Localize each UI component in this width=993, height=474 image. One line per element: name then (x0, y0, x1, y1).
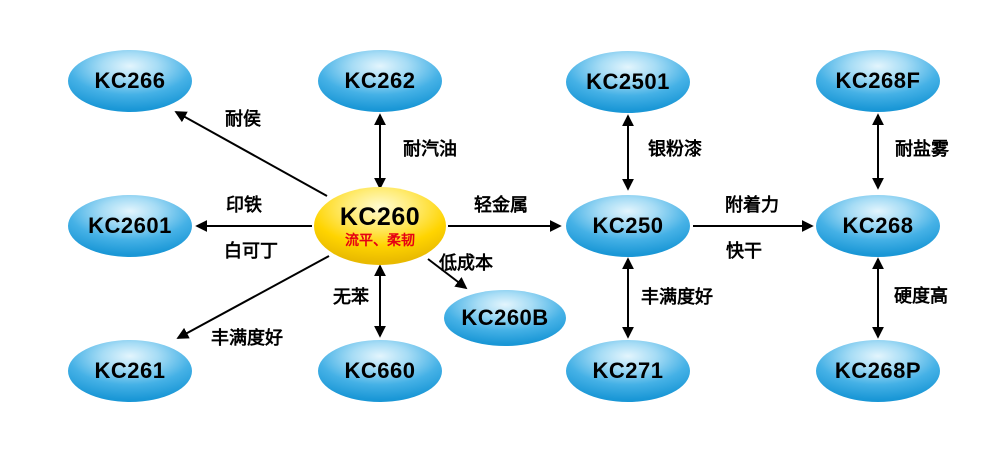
edge-label-baikeding: 白可丁 (224, 241, 278, 261)
node-kc268f: KC268F (816, 50, 940, 112)
node-kc250: KC250 (566, 195, 690, 257)
node-sublabel-kc260: 流平、柔韧 (345, 232, 415, 249)
edge-label-naiqiyou: 耐汽油 (403, 139, 457, 159)
edges-group (174, 111, 884, 339)
edge-label-wuben: 无苯 (333, 287, 369, 307)
node-kc2601: KC2601 (68, 195, 192, 257)
edge-label-yingdugao: 硬度高 (894, 286, 948, 306)
edge-label-dichengben: 低成本 (439, 253, 493, 273)
edge-kc260-kc260b (427, 258, 468, 290)
node-label-kc261: KC261 (94, 357, 166, 383)
node-kc268p: KC268P (816, 340, 940, 402)
edge-label-naiyanwu: 耐盐雾 (895, 139, 949, 159)
node-kc266: KC266 (68, 50, 192, 112)
edge-label-fuzhuoli: 附着力 (725, 195, 779, 215)
node-kc2501: KC2501 (566, 51, 690, 113)
edge-kc260-kc266 (174, 111, 328, 197)
node-kc262: KC262 (318, 50, 442, 112)
node-label-kc260b: KC260B (461, 304, 549, 330)
node-label-kc268p: KC268P (834, 357, 922, 383)
node-label-kc271: KC271 (592, 357, 664, 383)
edge-label-naihou: 耐侯 (225, 109, 261, 129)
node-label-kc262: KC262 (344, 67, 416, 93)
node-kc660: KC660 (318, 340, 442, 402)
edge-label-kuaigan: 快干 (726, 241, 762, 261)
node-label-kc250: KC250 (592, 212, 664, 238)
node-label-kc660: KC660 (344, 357, 416, 383)
node-label-kc268f: KC268F (835, 67, 921, 93)
edge-label-fengmandu-right: 丰满度好 (641, 287, 713, 307)
node-label-kc266: KC266 (94, 67, 166, 93)
node-label-kc2501: KC2501 (586, 68, 670, 94)
node-label-kc260: KC260 (339, 202, 421, 231)
node-kc261: KC261 (68, 340, 192, 402)
edge-label-fengmandu-left: 丰满度好 (211, 328, 283, 348)
node-kc260b: KC260B (444, 290, 566, 346)
edge-label-yinfenqi: 银粉漆 (648, 139, 702, 159)
node-label-kc2601: KC2601 (88, 212, 172, 238)
edge-kc260-kc261 (176, 255, 330, 339)
edge-label-qingjinshu: 轻金属 (474, 195, 528, 215)
edge-label-yintie: 印铁 (226, 195, 262, 215)
node-kc268: KC268 (816, 195, 940, 257)
node-kc271: KC271 (566, 340, 690, 402)
node-label-kc268: KC268 (842, 212, 914, 238)
